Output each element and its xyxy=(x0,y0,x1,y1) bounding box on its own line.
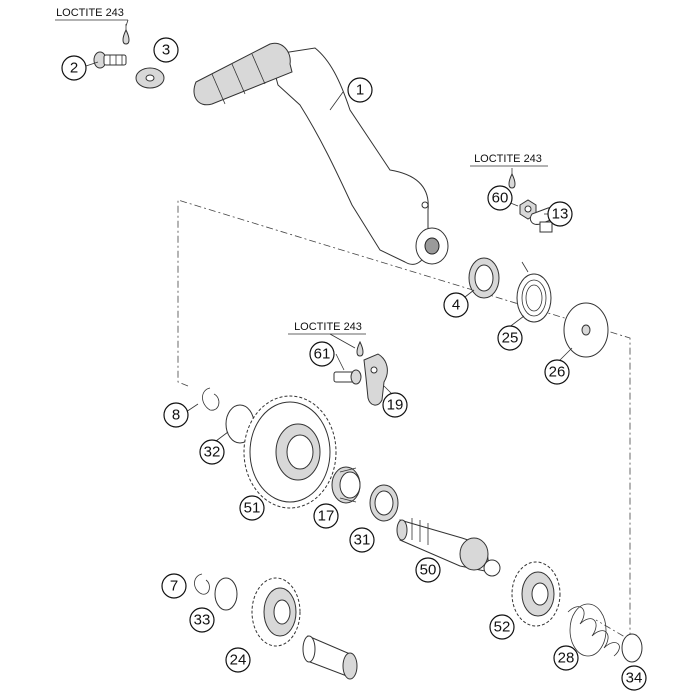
callout-19: 19 xyxy=(382,392,408,418)
callout-33: 33 xyxy=(189,607,215,633)
loctite-drop-icon xyxy=(356,340,364,357)
callout-26: 26 xyxy=(544,359,570,385)
svg-text:51: 51 xyxy=(244,500,261,517)
kickstarter-shaft xyxy=(396,518,501,577)
callout-3: 3 xyxy=(153,37,179,63)
loctite-note-text: LOCTITE 243 xyxy=(474,153,542,165)
screw xyxy=(93,51,127,69)
callout-8: 8 xyxy=(163,402,189,428)
ratchet-guide xyxy=(363,353,388,406)
svg-text:32: 32 xyxy=(204,444,221,461)
callout-51: 51 xyxy=(239,495,265,521)
svg-text:3: 3 xyxy=(162,42,170,59)
svg-text:17: 17 xyxy=(318,508,335,525)
callout-61: 61 xyxy=(309,341,335,367)
callout-2: 2 xyxy=(61,55,87,81)
svg-text:28: 28 xyxy=(558,650,575,667)
loctite-note-text: LOCTITE 243 xyxy=(294,321,362,333)
callout-28: 28 xyxy=(553,645,579,671)
loctite-drop-icon xyxy=(122,28,130,45)
circlip xyxy=(202,387,220,411)
svg-text:7: 7 xyxy=(170,578,178,595)
callout-34: 34 xyxy=(621,665,647,691)
callout-50: 50 xyxy=(415,557,441,583)
screw-with-washer xyxy=(333,369,362,385)
thrust-washer xyxy=(468,257,500,299)
callout-4: 4 xyxy=(443,292,469,318)
svg-text:24: 24 xyxy=(230,652,247,669)
callout-7: 7 xyxy=(161,573,187,599)
loctite-note: LOCTITE 243 xyxy=(470,153,548,167)
svg-text:26: 26 xyxy=(549,364,566,381)
svg-text:61: 61 xyxy=(314,346,331,363)
callout-1: 1 xyxy=(347,77,373,103)
idler-gear xyxy=(251,577,301,647)
svg-text:4: 4 xyxy=(452,297,460,314)
needle-bearing xyxy=(331,466,361,504)
torsion-spring xyxy=(516,261,552,323)
loctite-note: LOCTITE 243 xyxy=(55,7,129,27)
circlip-small xyxy=(194,573,210,595)
idler-washer xyxy=(214,577,238,611)
loctite-drop-icon xyxy=(508,172,516,189)
ratchet-wheel xyxy=(511,561,561,627)
spring-cover-disc xyxy=(563,302,609,358)
idler-gear-shaft xyxy=(302,635,358,680)
callout-17: 17 xyxy=(313,503,339,529)
compression-spring xyxy=(567,603,620,657)
callout-60: 60 xyxy=(487,185,513,211)
svg-text:52: 52 xyxy=(494,619,511,636)
washer xyxy=(135,67,165,89)
svg-text:19: 19 xyxy=(387,397,404,414)
svg-text:34: 34 xyxy=(626,670,643,687)
callout-13: 13 xyxy=(547,201,573,227)
kickstarter-gear xyxy=(243,395,337,509)
svg-text:2: 2 xyxy=(70,60,78,77)
loctite-note: LOCTITE 243 xyxy=(288,321,366,335)
svg-text:13: 13 xyxy=(552,206,569,223)
svg-text:1: 1 xyxy=(356,82,364,99)
svg-text:31: 31 xyxy=(354,532,371,549)
svg-text:8: 8 xyxy=(172,407,180,424)
callout-31: 31 xyxy=(349,527,375,553)
svg-text:50: 50 xyxy=(420,562,437,579)
kickstarter-lever xyxy=(193,42,449,265)
svg-text:25: 25 xyxy=(502,330,519,347)
spacer-washer xyxy=(369,484,399,522)
callout-25: 25 xyxy=(497,325,523,351)
svg-text:33: 33 xyxy=(194,612,211,629)
end-washer xyxy=(621,633,643,663)
callout-32: 32 xyxy=(199,439,225,465)
svg-text:60: 60 xyxy=(492,190,509,207)
callout-24: 24 xyxy=(225,647,251,673)
loctite-note-text: LOCTITE 243 xyxy=(56,7,124,19)
callout-52: 52 xyxy=(489,614,515,640)
